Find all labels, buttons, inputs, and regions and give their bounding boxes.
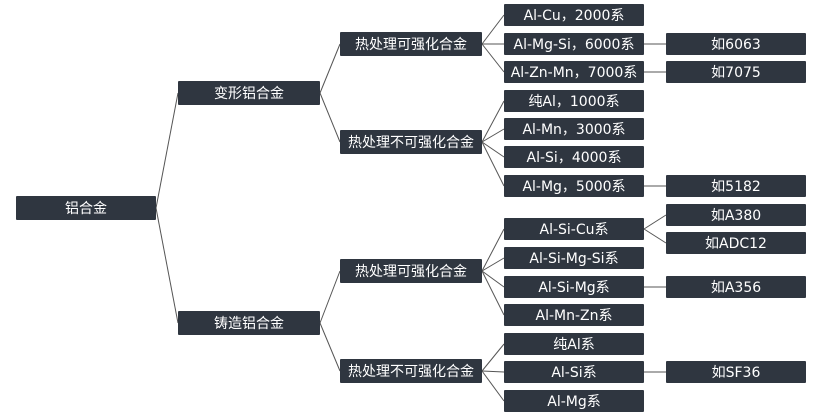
connector-l3-8 [481, 257, 505, 272]
node-series: 纯Al系 [504, 333, 644, 355]
node-wrought-heat-treatable: 热处理可强化合金 [340, 32, 482, 56]
node-example-grade: 如ADC12 [666, 232, 806, 254]
node-example-grade: 如A380 [666, 204, 806, 226]
connector-l4-3 [643, 214, 667, 230]
connector-l3-7 [481, 228, 505, 272]
connector-l3-4 [481, 128, 505, 143]
connector-l3-9 [481, 270, 505, 288]
connector-l3-5 [481, 141, 505, 158]
connector-cast-nonheat [319, 322, 341, 372]
node-series: Al-Zn-Mn，7000系 [504, 61, 644, 83]
node-wrought-non-heat-treatable: 热处理不可强化合金 [340, 130, 482, 154]
node-series: Al-Mn-Zn系 [504, 304, 644, 326]
node-series: Al-Mg系 [504, 390, 644, 412]
node-series: Al-Mn，3000系 [504, 118, 644, 140]
node-example-grade: 如A356 [666, 276, 806, 298]
node-series: Al-Si-Cu系 [504, 218, 644, 240]
connector-root-deform [155, 92, 179, 209]
node-example-grade: 如7075 [666, 61, 806, 83]
connector-l3-10 [481, 270, 505, 316]
connector-l3-3 [481, 100, 505, 143]
node-series: Al-Mg-Si，6000系 [504, 33, 644, 55]
node-series: Al-Mg，5000系 [504, 175, 644, 197]
connector-root-cast [155, 207, 179, 324]
node-example-grade: 如SF36 [666, 361, 806, 383]
node-series: Al-Si，4000系 [504, 146, 644, 168]
root-node: 铝合金 [16, 196, 156, 220]
node-example-grade: 如6063 [666, 33, 806, 55]
connector-cast-heat [319, 270, 341, 324]
connector-l4-4 [643, 228, 667, 244]
connector-l3-6 [481, 141, 505, 187]
connector-l3-0 [481, 14, 505, 45]
connector-deform-nonheat [319, 92, 341, 143]
node-cast-non-heat-treatable: 热处理不可强化合金 [340, 359, 482, 383]
node-cast-heat-treatable: 热处理可强化合金 [340, 259, 482, 283]
node-series: 纯Al，1000系 [504, 90, 644, 112]
node-series: Al-Cu，2000系 [504, 4, 644, 26]
node-cast-alloy: 铸造铝合金 [178, 311, 320, 335]
node-wrought-alloy: 变形铝合金 [178, 81, 320, 105]
node-series: Al-Si-Mg系 [504, 276, 644, 298]
connector-l3-11 [481, 343, 505, 372]
connector-deform-heat [319, 43, 341, 94]
connector-l3-12 [481, 370, 505, 373]
node-series: Al-Si-Mg-Si系 [504, 247, 644, 269]
connector-l3-13 [481, 370, 505, 402]
node-series: Al-Si系 [504, 361, 644, 383]
node-example-grade: 如5182 [666, 175, 806, 197]
connector-l3-2 [481, 43, 505, 73]
